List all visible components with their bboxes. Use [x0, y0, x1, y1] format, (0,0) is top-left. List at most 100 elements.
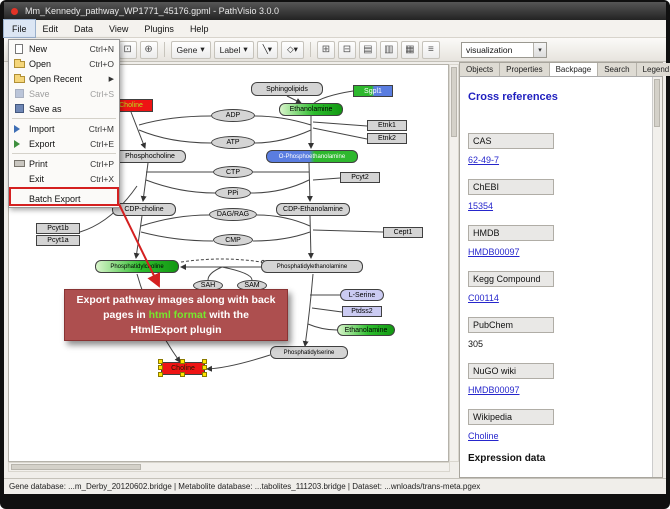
selection-handle[interactable] [202, 365, 207, 370]
file-menu-import[interactable]: Import Ctrl+M [9, 121, 119, 136]
tab-properties[interactable]: Properties [500, 63, 550, 76]
align-center-button[interactable]: ⊞ [316, 40, 335, 59]
file-menu-exit[interactable]: Exit Ctrl+X [9, 171, 119, 186]
selection-handle[interactable] [158, 365, 163, 370]
menu-data[interactable]: Data [74, 23, 94, 34]
label-button[interactable]: Label▾ [213, 40, 254, 59]
tab-search[interactable]: Search [598, 63, 637, 76]
node-cept1[interactable]: Cept1 [383, 227, 423, 238]
node-cdp-ethanolamine[interactable]: CDP-Ethanolamine [276, 203, 350, 216]
node-o-phosphoethanolamine[interactable]: O-Phosphoethanolamine [266, 150, 358, 163]
node-l-serine[interactable]: L-Serine [340, 289, 384, 301]
file-menu-print[interactable]: Print Ctrl+P [9, 156, 119, 171]
file-menu-export[interactable]: Export Ctrl+E [9, 136, 119, 151]
node-dag[interactable]: DAG/RAG [209, 208, 257, 221]
file-menu-open-recent[interactable]: Open Recent ▶ [9, 71, 119, 86]
zoom-fit-button[interactable]: ⊡ [118, 40, 137, 59]
shape-tool-button[interactable]: ◇▾ [281, 40, 304, 59]
node-atp[interactable]: ATP [211, 136, 255, 149]
crossref-section-hmdb: HMDB HMDB00097 [468, 223, 662, 257]
menu-plugins[interactable]: Plugins [144, 23, 174, 34]
file-menu-new[interactable]: New Ctrl+N [9, 41, 119, 56]
distribute-horizontal-button[interactable]: ▤ [358, 40, 377, 59]
status-bar: Gene database: ...m_Derby_20120602.bridg… [4, 478, 666, 494]
node-cdp-choline[interactable]: CDP-choline [112, 203, 176, 216]
selection-handle[interactable] [180, 372, 185, 377]
crossref-link-nugo[interactable]: HMDB00097 [468, 385, 520, 395]
menu-item-label: Exit [29, 173, 45, 184]
crossref-section-pubchem: PubChem 305 [468, 315, 662, 349]
node-ppi[interactable]: PPi [215, 187, 251, 199]
menu-shortcut: Ctrl+O [89, 58, 114, 69]
scrollbar-thumb[interactable] [451, 67, 457, 137]
crossref-link-kegg[interactable]: C00114 [468, 293, 499, 303]
node-phosphatidylserine[interactable]: Phosphatidylserine [270, 346, 348, 359]
open-recent-folder-icon [12, 74, 26, 83]
selection-handle[interactable] [202, 359, 207, 364]
line-tool-button[interactable]: ╲▾ [256, 40, 279, 59]
visualization-combobox[interactable]: visualization ▾ [461, 42, 547, 58]
node-adp[interactable]: ADP [211, 109, 255, 122]
file-menu-save[interactable]: Save Ctrl+S [9, 86, 119, 101]
node-etnk2[interactable]: Etnk2 [367, 133, 407, 144]
crossref-section-wikipedia: Wikipedia Choline [468, 407, 662, 441]
node-pcyt1b[interactable]: Pcyt1b [36, 223, 80, 234]
tab-backpage[interactable]: Backpage [549, 63, 599, 76]
expression-data-heading: Expression data [468, 453, 546, 464]
menu-view[interactable]: View [109, 23, 129, 34]
node-cmp[interactable]: CMP [213, 234, 253, 246]
node-sphingolipids[interactable]: Sphingolipids [251, 82, 323, 96]
crossref-link-hmdb[interactable]: HMDB00097 [468, 247, 520, 257]
tab-legend[interactable]: Legend [636, 63, 670, 76]
menu-item-label: Open Recent [29, 73, 83, 84]
file-menu-batch-export[interactable]: Batch Export [9, 191, 119, 206]
submenu-arrow-icon: ▶ [108, 75, 114, 83]
canvas-vertical-scrollbar[interactable] [449, 64, 459, 462]
menu-bar: File Edit Data View Plugins Help [3, 19, 666, 38]
crossref-link-wikipedia[interactable]: Choline [468, 431, 499, 441]
stack-vertical-button[interactable]: ≡ [421, 40, 440, 59]
node-ethanolamine-2[interactable]: Ethanolamine [337, 324, 395, 336]
node-etnk1[interactable]: Etnk1 [367, 120, 407, 131]
panel-vertical-scrollbar[interactable] [652, 77, 662, 477]
menu-item-label: Batch Export [29, 193, 81, 204]
scrollbar-thumb[interactable] [654, 79, 660, 127]
new-document-icon [12, 43, 26, 54]
crossref-section-nugo: NuGO wiki HMDB00097 [468, 361, 662, 395]
menu-help[interactable]: Help [189, 23, 209, 34]
toolbar-separator [163, 42, 165, 57]
node-pcyt2[interactable]: Pcyt2 [340, 172, 380, 183]
scrollbar-thumb[interactable] [11, 464, 141, 470]
node-phosphatidylcholine[interactable]: Phosphatidylcholine [95, 260, 179, 273]
title-bar: Mm_Kennedy_pathway_WP1771_45176.gpml - P… [4, 2, 666, 20]
node-ctp[interactable]: CTP [213, 166, 253, 178]
crossref-link-chebi[interactable]: 15354 [468, 201, 494, 211]
window-title: Mm_Kennedy_pathway_WP1771_45176.gpml - P… [25, 6, 279, 16]
file-menu-save-as[interactable]: Save as [9, 101, 119, 116]
canvas-horizontal-scrollbar[interactable] [8, 462, 450, 472]
file-menu-open[interactable]: Open Ctrl+O [9, 56, 119, 71]
node-pcyt1a[interactable]: Pcyt1a [36, 235, 80, 246]
menu-item-label: New [29, 43, 48, 54]
crossref-link-cas[interactable]: 62-49-7 [468, 155, 500, 165]
align-middle-button[interactable]: ⊟ [337, 40, 356, 59]
zoom-in-button[interactable]: ⊕ [139, 40, 158, 59]
crossref-header: NuGO wiki [468, 363, 554, 379]
selection-handle[interactable] [202, 372, 207, 377]
menu-edit[interactable]: Edit [42, 23, 59, 34]
gene-datanode-button[interactable]: Gene▾ [170, 40, 211, 59]
node-phosphocholine[interactable]: Phosphocholine [114, 150, 186, 163]
menu-file[interactable]: File [3, 19, 36, 38]
node-ptdss2[interactable]: Ptdss2 [342, 306, 382, 317]
stack-horizontal-button[interactable]: ▦ [400, 40, 419, 59]
selection-handle[interactable] [158, 372, 163, 377]
selection-handle[interactable] [180, 359, 185, 364]
selection-handle[interactable] [158, 359, 163, 364]
node-ethanolamine-top[interactable]: Ethanolamine [279, 103, 343, 116]
tab-objects[interactable]: Objects [460, 63, 501, 76]
node-phosphatidylethanolamine[interactable]: Phosphatidylethanolamine [261, 260, 363, 273]
node-choline-top[interactable]: Choline [109, 99, 153, 112]
node-sgpl1[interactable]: Sgpl1 [353, 85, 393, 97]
distribute-vertical-button[interactable]: ▥ [379, 40, 398, 59]
annotation-callout: Export pathway images along with back pa… [64, 289, 288, 341]
